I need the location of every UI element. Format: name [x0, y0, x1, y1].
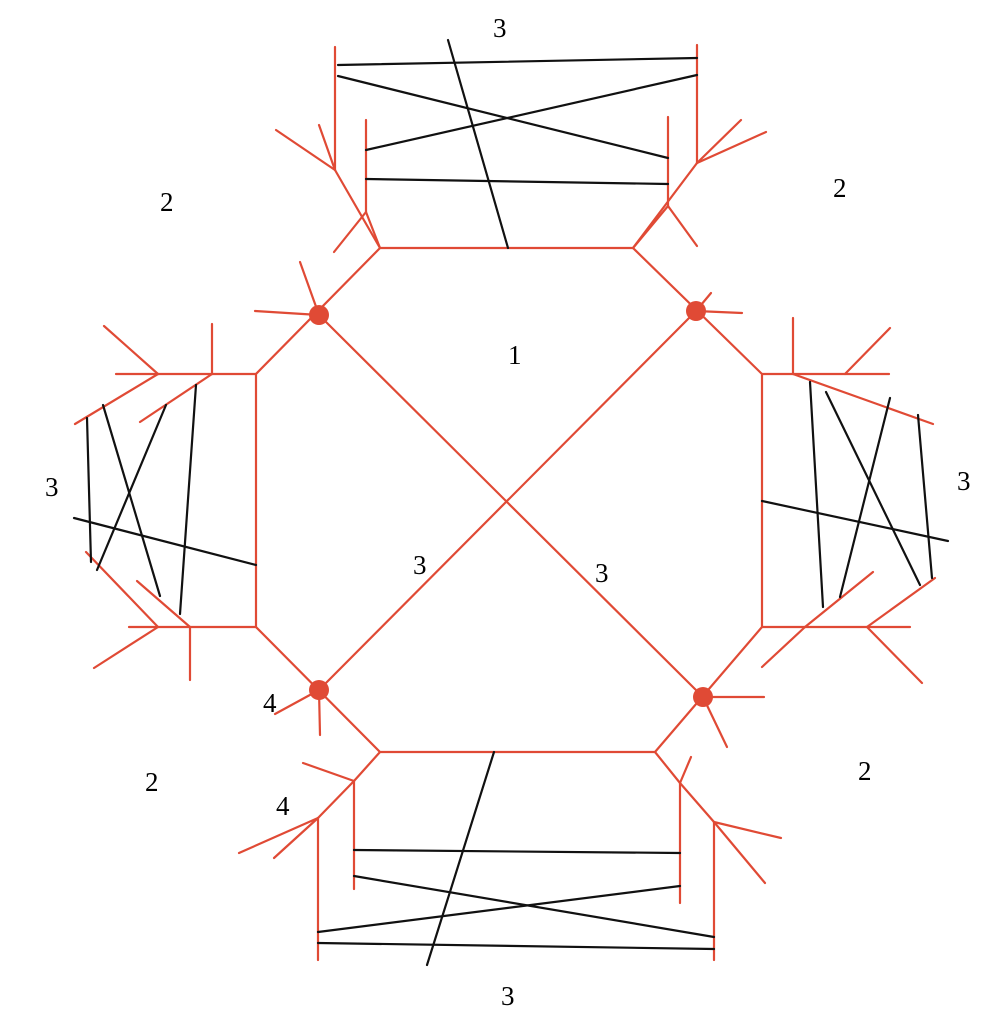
bottom-chords [316, 750, 716, 967]
diagonal-chords [317, 309, 705, 699]
left-chords [72, 383, 258, 616]
top-chords [336, 38, 699, 250]
vertex-dots [253, 260, 766, 749]
label-top-left: 2 [160, 187, 174, 217]
label-bottom-left-inner: 4 [276, 791, 290, 821]
label-bottom-left: 2 [145, 767, 159, 797]
bottom-tree [237, 750, 783, 962]
label-diag-left: 3 [413, 550, 427, 580]
label-right: 3 [957, 466, 971, 496]
vertex-top-left [253, 260, 329, 325]
right-chords [760, 380, 950, 609]
vertex-bottom-left [273, 680, 329, 737]
label-bottom: 3 [501, 981, 515, 1011]
label-top: 3 [493, 13, 507, 43]
label-bottom-right: 2 [858, 756, 872, 786]
vertex-top-right [686, 291, 744, 321]
label-vertex-bottom-left: 4 [263, 688, 277, 718]
right-tree [760, 316, 937, 685]
top-tree [274, 43, 768, 254]
left-tree [73, 322, 258, 682]
vertex-bottom-right [693, 687, 766, 749]
label-diag-right: 3 [595, 558, 609, 588]
label-center: 1 [508, 340, 522, 370]
label-left: 3 [45, 472, 59, 502]
labels: 3 2 2 1 3 3 3 3 4 4 2 2 3 [45, 13, 971, 1011]
label-top-right: 2 [833, 173, 847, 203]
